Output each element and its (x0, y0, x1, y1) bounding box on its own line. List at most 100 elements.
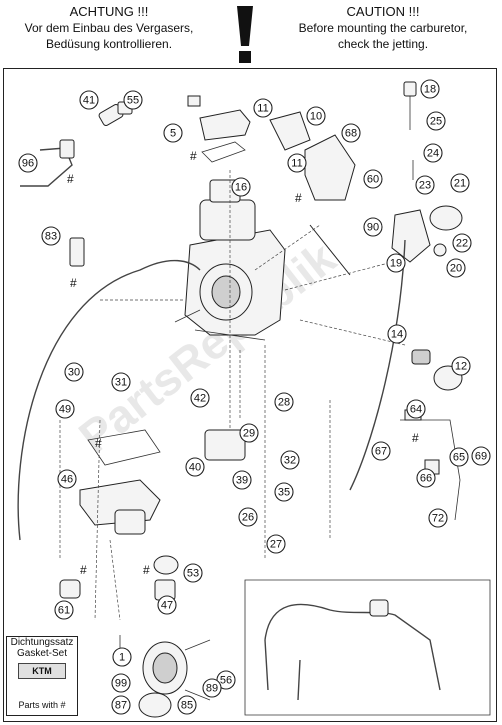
callout-10: 10 (306, 106, 326, 126)
callout-label: 16 (235, 182, 247, 194)
callout-label: 40 (189, 462, 201, 474)
callout-64: 64 (406, 399, 426, 419)
callout-label: 85 (181, 700, 193, 712)
callout-label: 10 (310, 111, 322, 123)
gasket-set-label-de: Dichtungssatz (10, 637, 74, 648)
callout-85: 85 (177, 695, 197, 715)
callout-22: 22 (452, 233, 472, 253)
svg-text:#: # (295, 191, 302, 205)
warning-banner-german: ACHTUNG !!! Vor dem Einbau des Vergasers… (4, 4, 214, 66)
callout-label: 56 (220, 675, 232, 687)
accelerator-pump (204, 205, 463, 461)
brand-logo: KTM (18, 663, 66, 679)
exclamation-icon (237, 6, 253, 63)
float-bowl (79, 429, 161, 535)
callout-40: 40 (185, 457, 205, 477)
callout-96: 96 (18, 153, 38, 173)
callout-label: 42 (194, 393, 206, 405)
wiring-harness-inset (244, 579, 491, 716)
callout-30: 30 (64, 362, 84, 382)
callout-69: 69 (471, 446, 491, 466)
callout-label: 19 (390, 258, 402, 270)
callout-label: 53 (187, 568, 199, 580)
callout-label: 27 (270, 539, 282, 551)
callout-label: 83 (45, 231, 57, 243)
callout-32: 32 (280, 450, 300, 470)
callout-label: 29 (243, 428, 255, 440)
warning-banner-english: CAUTION !!! Before mounting the carburet… (268, 4, 498, 66)
svg-text:#: # (67, 172, 74, 186)
callout-68: 68 (341, 123, 361, 143)
callout-label: 65 (453, 452, 465, 464)
callout-label: 67 (375, 446, 387, 458)
callout-label: 89 (206, 683, 218, 695)
warning-line-german-1: Vor dem Einbau des Vergasers, (24, 21, 194, 35)
svg-text:#: # (70, 276, 77, 290)
callout-label: 66 (420, 473, 432, 485)
parts-with-hash: # (60, 700, 66, 710)
callout-label: 87 (115, 700, 127, 712)
callout-46: 46 (57, 469, 77, 489)
warning-line-english-2: check the jetting. (337, 37, 429, 51)
callout-label: 60 (367, 174, 379, 186)
callout-label: 90 (367, 222, 379, 234)
callout-label: 18 (424, 84, 436, 96)
warning-line-german-2: Bedüsung kontrollieren. (45, 37, 173, 51)
callout-label: 23 (419, 180, 431, 192)
callout-42: 42 (190, 388, 210, 408)
callout-label: 55 (127, 95, 139, 107)
callout-11: 11 (253, 98, 273, 118)
callout-27: 27 (266, 534, 286, 554)
callout-label: 28 (278, 397, 290, 409)
callout-label: 1 (119, 652, 125, 664)
callout-label: 5 (170, 128, 176, 140)
callout-label: 68 (345, 128, 357, 140)
callout-label: 96 (22, 158, 34, 170)
callout-label: 32 (284, 455, 296, 467)
callout-60: 60 (363, 169, 383, 189)
callout-47: 47 (157, 595, 177, 615)
callout-label: 26 (242, 512, 254, 524)
callout-label: 64 (410, 404, 422, 416)
throttle-cover (269, 111, 356, 201)
callout-1: 1 (112, 647, 132, 667)
diagram-frame (3, 68, 497, 722)
warning-heading-german: ACHTUNG !!! (69, 4, 149, 19)
callout-label: 49 (59, 404, 71, 416)
callout-label: 25 (430, 116, 442, 128)
guide-lines (59, 170, 406, 650)
parts-with-note: Parts with # (7, 700, 77, 711)
callout-16: 16 (231, 177, 251, 197)
callout-label: 12 (455, 361, 467, 373)
callout-39: 39 (232, 470, 252, 490)
callout-83: 83 (41, 226, 61, 246)
svg-text:#: # (80, 563, 87, 577)
callout-55: 55 (123, 90, 143, 110)
hot-start-parts (17, 101, 406, 541)
callout-25: 25 (426, 111, 446, 131)
callout-66: 66 (416, 468, 436, 488)
svg-text:#: # (412, 431, 419, 445)
callout-label: 47 (161, 600, 173, 612)
callout-21: 21 (450, 173, 470, 193)
callout-label: 24 (427, 148, 439, 160)
hash-marks: # # # # # # # # (67, 149, 419, 577)
svg-text:#: # (95, 436, 102, 450)
callout-label: 31 (115, 377, 127, 389)
callout-61: 61 (54, 600, 74, 620)
callout-label: 69 (475, 451, 487, 463)
callout-label: 14 (391, 329, 403, 341)
callout-90: 90 (363, 217, 383, 237)
callout-41: 41 (79, 90, 99, 110)
callout-label: 39 (236, 475, 248, 487)
callout-label: 41 (83, 95, 95, 107)
callout-label: 11 (257, 103, 268, 115)
carburetor-body (174, 179, 286, 341)
svg-text:#: # (190, 149, 197, 163)
callout-35: 35 (274, 482, 294, 502)
callout-label: 99 (115, 678, 127, 690)
callout-56: 56 (216, 670, 236, 690)
callout-49: 49 (55, 399, 75, 419)
callout-87: 87 (111, 695, 131, 715)
